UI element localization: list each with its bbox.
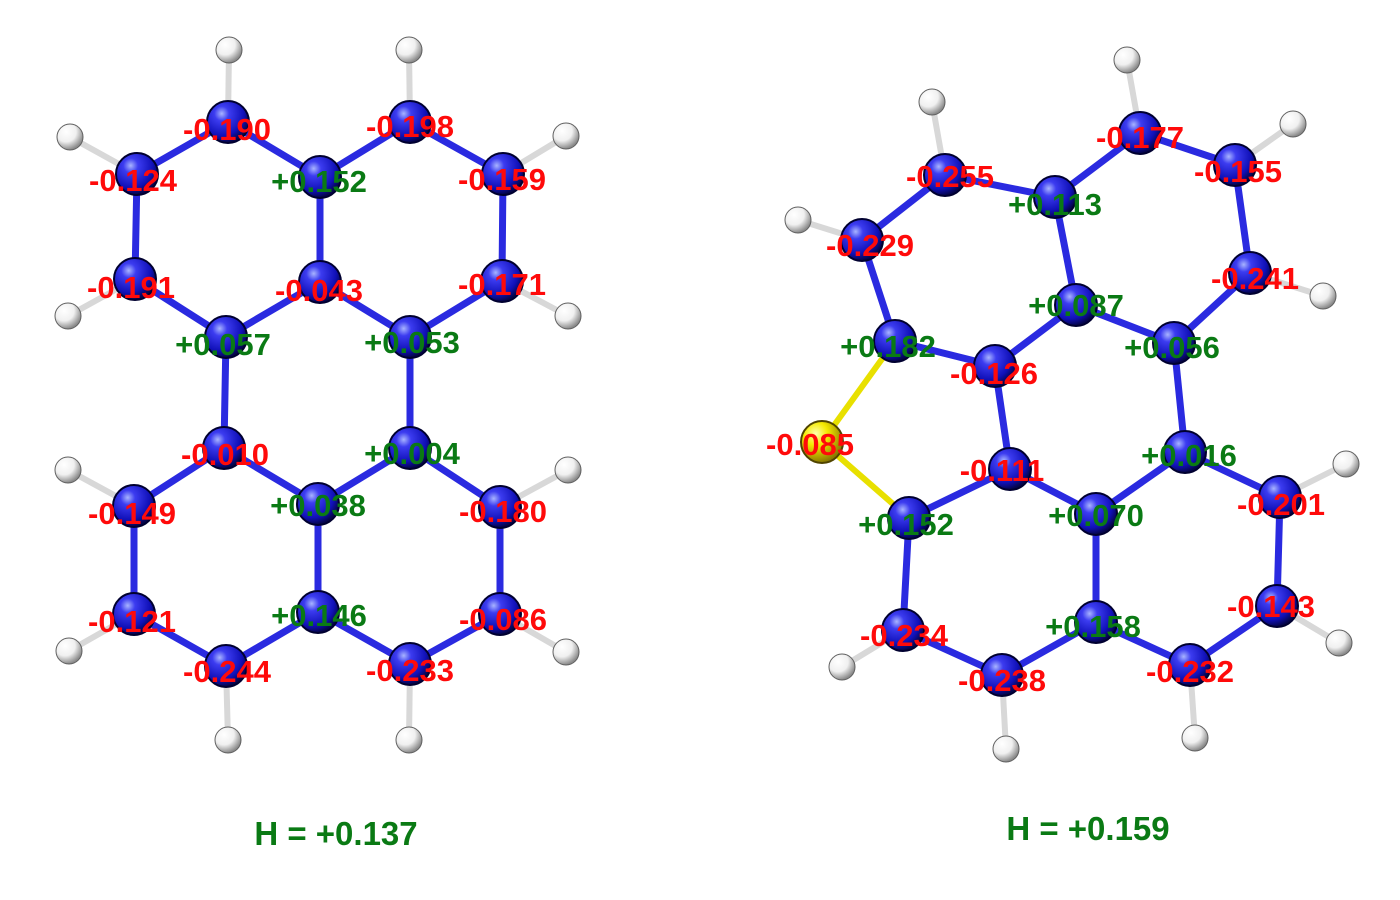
charge-label: -0.232 (1146, 654, 1234, 689)
charge-label: +0.113 (1008, 187, 1102, 222)
charge-label: -0.198 (366, 109, 454, 144)
charge-label: -0.177 (1096, 120, 1184, 155)
charge-label: -0.085 (766, 427, 854, 462)
right-carbons (840, 111, 1302, 697)
charge-label: -0.121 (88, 604, 176, 639)
charge-label: -0.143 (1227, 589, 1315, 624)
right-molecule: -0.177 -0.255 -0.155 +0.113 -0.229 -0.24… (766, 46, 1360, 847)
left-carbons (112, 100, 525, 688)
charge-label: -0.191 (87, 270, 175, 305)
charge-label: +0.053 (364, 325, 460, 360)
left-bonds (130, 118, 507, 670)
charge-label: +0.004 (364, 436, 460, 471)
charge-label: +0.182 (840, 329, 936, 364)
charge-label: +0.152 (271, 164, 367, 199)
charge-label: -0.010 (181, 437, 269, 472)
charge-label: +0.016 (1141, 438, 1237, 473)
charge-label: -0.111 (960, 453, 1044, 488)
left-molecule: -0.190 -0.198 -0.124 +0.152 -0.159 -0.19… (54, 36, 582, 852)
right-charge-labels: -0.177 -0.255 -0.155 +0.113 -0.229 -0.24… (766, 120, 1325, 698)
charge-label: -0.180 (459, 494, 547, 529)
charge-label: -0.234 (860, 618, 949, 653)
charge-label: -0.241 (1211, 261, 1299, 296)
left-hydrogens (54, 36, 582, 754)
charge-label: -0.155 (1194, 154, 1282, 189)
sulfur-atom (800, 420, 844, 464)
charge-label: -0.043 (275, 273, 363, 308)
right-footer-h-charge: H = +0.159 (1006, 810, 1169, 847)
charge-label: -0.126 (950, 356, 1038, 391)
charge-label: -0.201 (1237, 487, 1325, 522)
charge-label: -0.190 (183, 112, 271, 147)
charge-label: -0.233 (366, 653, 454, 688)
charge-label: -0.159 (458, 162, 546, 197)
charge-label: +0.056 (1124, 330, 1220, 365)
charge-label: +0.146 (271, 598, 367, 633)
right-hydrogens (784, 46, 1360, 763)
left-footer-h-charge: H = +0.137 (254, 815, 417, 852)
charge-label: -0.238 (958, 663, 1046, 698)
charge-label: -0.255 (906, 159, 994, 194)
charge-label: -0.244 (183, 654, 272, 689)
charge-label: -0.086 (459, 602, 547, 637)
charge-label: +0.038 (270, 488, 366, 523)
charge-label: -0.171 (458, 267, 546, 302)
left-charge-labels: -0.190 -0.198 -0.124 +0.152 -0.159 -0.19… (87, 109, 547, 689)
charge-label: -0.124 (89, 163, 178, 198)
charge-label: -0.229 (826, 228, 914, 263)
charge-label: +0.057 (175, 327, 271, 362)
charge-label: +0.152 (858, 507, 954, 542)
charge-label: -0.149 (88, 496, 176, 531)
charge-label: +0.070 (1048, 498, 1144, 533)
charge-label: +0.087 (1028, 288, 1124, 323)
charge-label: +0.158 (1045, 609, 1141, 644)
